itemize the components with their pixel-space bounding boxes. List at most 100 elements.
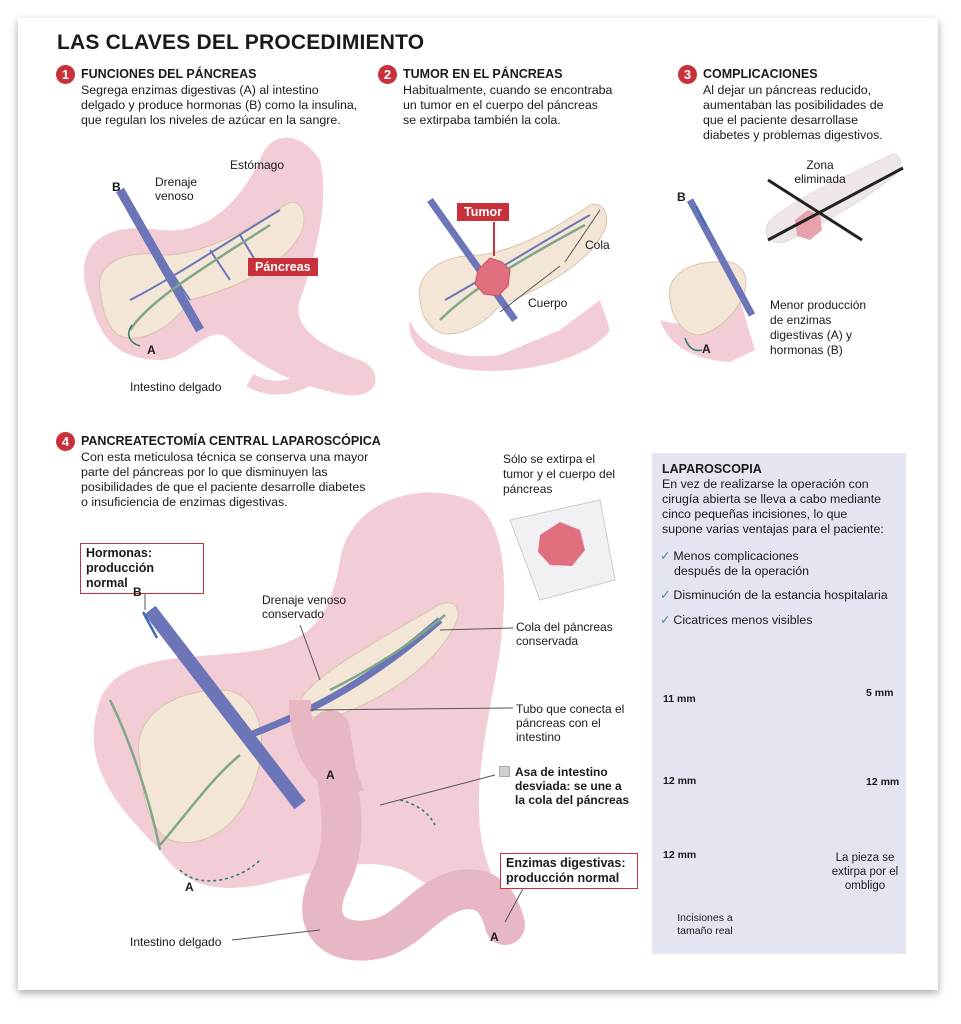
- text-line: un tumor en el cuerpo del páncreas: [403, 98, 598, 112]
- vein-b: [116, 187, 204, 333]
- label-a4-tube: A: [326, 768, 335, 782]
- label-tubo: Tubo que conecta el páncreas con el inte…: [516, 702, 625, 744]
- benefit-text: después de la operación: [674, 564, 810, 578]
- text-line: diabetes y problemas digestivos.: [703, 128, 883, 142]
- page-title: LAS CLAVES DEL PROCEDIMIENTO: [57, 31, 425, 54]
- vein-branches-2: [444, 214, 591, 301]
- label-cola-conservada: Cola del páncreas conservada: [516, 620, 613, 648]
- cross-line-2: [767, 166, 904, 242]
- text-line: o insuficiencia de enzimas digestivas.: [81, 495, 288, 509]
- section4-heading: PANCREATECTOMÍA CENTRAL LAPAROSCÓPICA: [81, 434, 381, 448]
- label-asa: Asa de intestino desviada: se une a la c…: [515, 765, 630, 807]
- label-b4: B: [133, 585, 142, 599]
- section2-text: Habitualmente, cuando se encontraba un t…: [403, 83, 612, 128]
- laparoscopia-text: En vez de realizarse la operación con ci…: [662, 477, 884, 537]
- removed-tumor: [795, 210, 822, 240]
- leader-asa: [379, 774, 496, 806]
- text-line: Al dejar un páncreas reducido,: [703, 83, 872, 97]
- leader-drenaje: [299, 624, 321, 681]
- checkmark-icon: ✓: [660, 588, 671, 602]
- leader-intestino: [231, 929, 321, 941]
- tumor-blob: [474, 257, 511, 297]
- section3-heading: COMPLICACIONES: [703, 67, 818, 81]
- section1-heading: FUNCIONES DEL PÁNCREAS: [81, 67, 257, 81]
- text-line: delgado y produce hormonas (B) como la i…: [81, 98, 358, 112]
- cross-line-1: [767, 178, 863, 242]
- section3-illustration: [660, 153, 904, 362]
- excised-tumor: [538, 522, 585, 566]
- arrow-a3: [684, 337, 703, 352]
- pancreas-head: [138, 689, 262, 843]
- label-b1: B: [112, 180, 121, 194]
- leader-cola: [439, 627, 514, 631]
- section2-number: 2: [378, 65, 397, 84]
- text-line: se extirpaba también la cola.: [403, 113, 561, 127]
- label-menor: Menor producción de enzimas digestivas (…: [770, 298, 866, 358]
- legend-square-icon: [499, 766, 510, 777]
- incision-size-label: 12 mm: [663, 775, 697, 787]
- section3-text: Al dejar un páncreas reducido, aumentaba…: [703, 83, 883, 143]
- benefit-item: ✓Disminución de la estancia hospitalaria: [660, 588, 888, 603]
- label-a4-loop: A: [490, 930, 499, 944]
- section4-number: 4: [56, 432, 75, 451]
- ducts-4: [108, 614, 446, 851]
- incision-size-label: 12 mm: [663, 849, 697, 861]
- text-line: que regulan los niveles de azúcar en la …: [81, 113, 341, 127]
- laparoscopia-panel: [652, 453, 906, 954]
- text-line: que el paciente desarrollase: [703, 113, 858, 127]
- text-line: hormonas (B): [770, 343, 843, 357]
- flow-arrows: [179, 799, 436, 882]
- label-drenaje-conservado: Drenaje venoso conservado: [262, 593, 347, 621]
- label-intestino4: Intestino delgado: [130, 935, 222, 949]
- section4-illustration: [93, 492, 616, 961]
- section2-heading: TUMOR EN EL PÁNCREAS: [403, 67, 563, 81]
- benefit-text: Disminución de la estancia hospitalaria: [673, 588, 888, 602]
- benefit-text: Cicatrices menos visibles: [673, 613, 813, 627]
- section3-number: 3: [678, 65, 697, 84]
- bracket-cuerpo: [499, 265, 561, 313]
- text-line: digestivas (A) y: [770, 328, 853, 342]
- section1-illustration: [83, 137, 376, 396]
- label-solo: Sólo se extirpa el tumor y el cuerpo del…: [503, 452, 616, 496]
- incision-size-label: 5 mm: [866, 687, 894, 699]
- label-enzimas: Enzimas digestivas: producción normal: [500, 853, 638, 889]
- label-a1: A: [147, 343, 156, 357]
- incision-size-label: 11 mm: [663, 693, 696, 705]
- label-a4-head: A: [185, 880, 194, 894]
- benefit-item: ✓Menos complicaciones después de la oper…: [660, 549, 809, 579]
- vein-branch-4: [248, 617, 443, 739]
- text-line: supone varias ventajas para el paciente:: [662, 522, 884, 536]
- label-intestino1: Intestino delgado: [130, 380, 222, 394]
- label-hormonas: Hormonas: producción normal: [80, 543, 204, 594]
- label-cuerpo: Cuerpo: [528, 296, 568, 310]
- arrow-a: [128, 324, 141, 347]
- leader-tubo: [309, 707, 514, 711]
- bracket-cola: [564, 209, 601, 263]
- text-line: Habitualmente, cuando se encontraba: [403, 83, 613, 97]
- section4-text: Con esta meticulosa técnica se conserva …: [81, 450, 368, 510]
- incision-size-label: 12 mm: [866, 776, 900, 788]
- text-line: Menor producción: [770, 298, 867, 312]
- label-pieza: La pieza se extirpa por el ombligo: [831, 852, 899, 892]
- label-drenaje: Drenaje venoso: [155, 175, 198, 203]
- arrow-up-b3: [695, 205, 707, 227]
- stomach-shape-2: [409, 300, 610, 371]
- section2-illustration: [409, 197, 610, 371]
- benefit-item: ✓Cicatrices menos visibles: [660, 613, 812, 628]
- label-estomago: Estómago: [230, 158, 285, 172]
- text-line: de enzimas: [770, 313, 832, 327]
- label-pancreas: Páncreas: [248, 258, 318, 276]
- text-line: aumentaban las posibilidades de: [703, 98, 884, 112]
- text-line: Segrega enzimas digestivas (A) al intest…: [81, 83, 319, 97]
- intestine-tail: [246, 369, 319, 395]
- laparoscopia-heading: LAPAROSCOPIA: [662, 462, 762, 476]
- checkmark-icon: ✓: [660, 613, 671, 627]
- text-line: parte del páncreas por lo que disminuyen…: [81, 465, 328, 479]
- section1-number: 1: [56, 65, 75, 84]
- label-a3: A: [702, 342, 711, 356]
- label-b3: B: [677, 190, 686, 204]
- label-cola: Cola: [585, 238, 610, 252]
- pancreas-shape-2: [419, 203, 608, 335]
- text-line: cinco pequeñas incisiones, lo que: [662, 507, 848, 521]
